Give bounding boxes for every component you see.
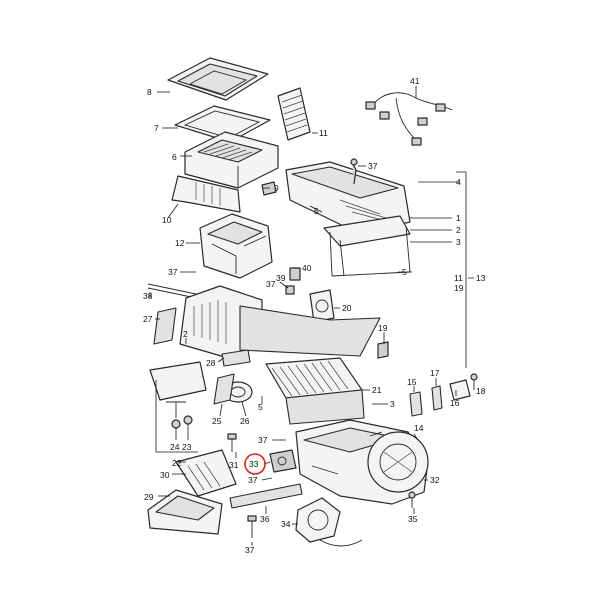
part-15-valve [409,391,423,417]
part-32-blower-housing [295,419,429,505]
callout-7: 7 [154,123,159,133]
callout-5: 5 [314,206,319,216]
part-19-clip [377,341,389,359]
callout-20: 20 [342,303,352,313]
highlight-ring-33 [244,453,266,475]
part-34-blower-motor [295,497,363,547]
part-11-filter-cartridge [277,87,311,141]
part-40-clip [289,267,301,281]
callout-labels: 8 7 6 11 41 37 4 9 10 5 1 2 3 12 37 5 11… [143,76,486,555]
callout-9: 9 [274,183,279,193]
callout-10: 10 [162,215,172,225]
callout-14: 14 [414,423,424,433]
part-27-bracket [153,307,177,345]
callout-38: 38 [143,291,153,301]
part-24-23-fittings [171,415,193,429]
callout-37: 37 [168,267,178,277]
callout-2: 2 [456,225,461,235]
part-20-sensor [309,289,335,323]
part-tube-left [149,361,207,418]
part-middle-panel [239,305,381,357]
callout-24: 24 [170,442,180,452]
part-17-valve [431,385,443,411]
callout-32: 32 [430,475,440,485]
callout-28: 28 [206,358,216,368]
callout-16: 16 [450,398,460,408]
callout-3: 3 [390,399,395,409]
callout-34: 34 [281,519,291,529]
part-18-screw [470,373,478,390]
callout-22: 22 [172,458,182,468]
part-31-bolt [227,433,237,452]
callout-33: 33 [249,459,259,469]
part-41-wiring-harness [365,92,453,146]
part-1-duct-assembly [285,161,411,277]
callout-8: 8 [147,87,152,97]
part-12-evaporator-housing [199,213,273,279]
callout-37: 37 [245,545,255,555]
part-8-filter-frame [167,57,269,101]
callout-1: 1 [456,213,461,223]
callout-36: 36 [260,514,270,524]
callout-40: 40 [302,263,312,273]
callout-17: 17 [430,368,440,378]
callout-37: 37 [258,435,268,445]
callout-26: 26 [240,416,250,426]
leader-lines [149,86,474,546]
callout-13: 13 [476,273,486,283]
callout-25: 25 [212,416,222,426]
part-21-heat-exchanger [265,357,365,425]
callout-5: 5 [258,402,263,412]
callout-6: 6 [172,152,177,162]
callout-31: 31 [229,460,239,470]
callout-3: 3 [456,237,461,247]
callout-4: 4 [456,177,461,187]
part-33-actuator-motor [269,449,297,473]
part-36-strip [229,483,303,509]
part-37-screw-bottom [247,515,257,538]
callout-23: 23 [182,442,192,452]
part-35-screw [408,491,416,508]
callout-27: 27 [143,314,153,324]
part-16-sensor [449,379,471,401]
callout-2: 2 [183,329,188,339]
callout-12: 12 [175,238,185,248]
part-25-gasket [213,373,235,405]
callout-30: 30 [160,470,170,480]
part-9-pin [261,181,277,196]
part-10-lower-case [171,175,241,213]
part-7-seal [174,105,271,143]
callout-41: 41 [410,76,420,86]
part-6-upper-housing [184,131,279,189]
callout-5: 5 [402,267,407,277]
part-37-screw-top [350,158,358,185]
callout-11: 11 [454,273,463,283]
callout-11: 11 [319,128,328,138]
callout-37: 37 [248,475,258,485]
callout-29: 29 [144,492,154,502]
callout-21: 21 [372,385,382,395]
callout-35: 35 [408,514,418,524]
part-22-housing-cover [175,449,237,497]
part-29-drain-tray [147,489,223,535]
part-39-nut [285,285,295,295]
callout-37: 37 [368,161,378,171]
part-28-bracket [221,349,251,367]
callout-19: 19 [378,323,388,333]
callout-37: 37 [266,279,276,289]
part-38-rod [147,283,197,299]
callout-18: 18 [476,386,486,396]
callout-39: 39 [276,273,286,283]
callout-15: 15 [407,377,417,387]
callout-19: 19 [454,283,464,293]
